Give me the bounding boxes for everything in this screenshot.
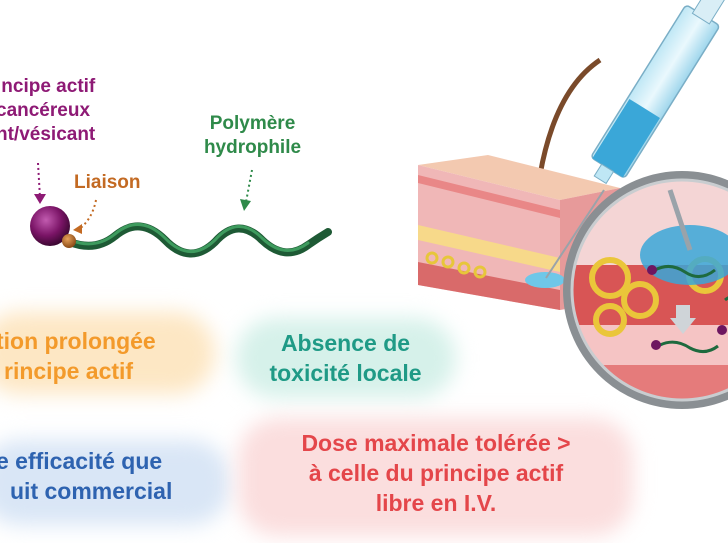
no-local-toxicity-text: Absence de toxicité locale	[238, 328, 453, 388]
linker-icon	[62, 234, 76, 248]
liaison-label: Liaison	[74, 172, 141, 193]
arrow-polymer	[240, 169, 253, 211]
polymer-label: Polymère hydrophile	[195, 112, 310, 160]
teal-blob	[236, 318, 456, 398]
polymer-line-2: hydrophile	[203, 137, 302, 158]
no-toxicity-line-2: toxicité locale	[269, 360, 422, 386]
efficacy-line-2: uit commercial	[10, 478, 173, 504]
dose-line-2: à celle du principe actif	[308, 460, 564, 486]
active-ingredient-line-3: nt/vésicant	[0, 124, 96, 145]
magnifier-icon	[563, 171, 728, 409]
blue-blob	[0, 440, 230, 525]
prolonged-line-2: rincipe actif	[4, 358, 134, 384]
drug-sphere-icon	[30, 206, 70, 246]
no-toxicity-line-1: Absence de	[280, 330, 411, 356]
red-blob	[238, 418, 633, 536]
active-ingredient-label: incipe actif cancéreux nt/vésicant	[0, 75, 95, 147]
efficacy-text: e efficacité que uit commercial	[0, 446, 172, 506]
polymer-line-1: Polymère	[209, 113, 296, 134]
prolonged-action-text: tion prolongée rincipe actif	[0, 326, 156, 386]
orange-blob	[0, 312, 215, 394]
syringe-icon	[545, 0, 728, 279]
arrow-active	[34, 162, 46, 204]
dose-line-1: Dose maximale tolérée >	[301, 430, 571, 456]
efficacy-line-1: e efficacité que	[0, 448, 163, 474]
dose-line-3: libre en I.V.	[375, 490, 497, 516]
hair-icon	[537, 57, 602, 176]
active-ingredient-line-2: cancéreux	[0, 100, 91, 121]
arrow-liaison	[73, 199, 97, 234]
active-ingredient-line-1: incipe actif	[0, 76, 96, 97]
prolonged-line-1: tion prolongée	[0, 328, 156, 354]
max-dose-text: Dose maximale tolérée > à celle du princ…	[240, 428, 632, 518]
